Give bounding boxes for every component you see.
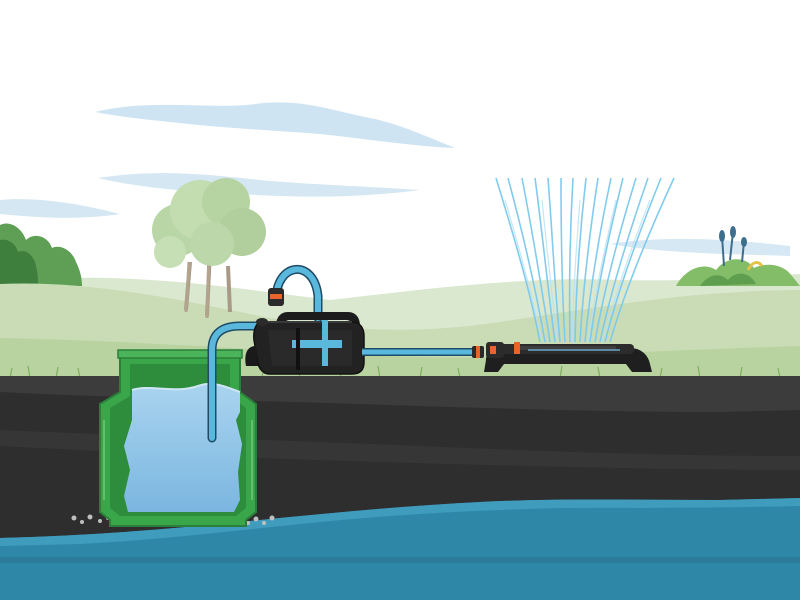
groundwater-surface (0, 498, 800, 546)
pump-handle (276, 312, 360, 326)
sprinkler-spray (495, 177, 675, 343)
cloud-upper (95, 102, 455, 148)
right-shrubs (676, 226, 800, 286)
outlet-hose (362, 346, 484, 358)
cloud-left (0, 199, 120, 218)
clouds (0, 102, 790, 256)
cloud-lower (98, 173, 420, 197)
trees (152, 178, 266, 319)
oscillating-sprinkler (484, 342, 652, 372)
pump-top-hose (268, 264, 323, 323)
water-pump (245, 312, 365, 375)
gravel (71, 514, 275, 525)
suction-hose (207, 321, 267, 443)
sprinkler-spray-faint (504, 199, 651, 343)
left-bushes (0, 223, 82, 286)
groundwater (0, 498, 800, 600)
tank-water (124, 383, 242, 512)
underground-tank (99, 349, 257, 527)
